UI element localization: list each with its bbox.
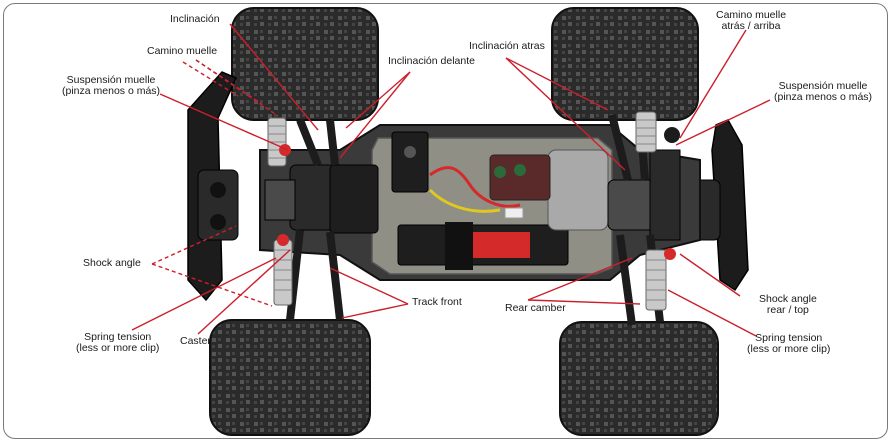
leader-inclinacion-delante-a bbox=[339, 71, 411, 159]
front-shock-bottom bbox=[273, 234, 293, 306]
leader-spring-tension-right bbox=[667, 289, 757, 337]
label-suspension-right-line1: Suspensión muelle bbox=[778, 80, 868, 92]
leader-rear-camber-b bbox=[527, 299, 641, 305]
label-spring-tension-left: Spring tension (less or more clip) bbox=[76, 332, 159, 354]
leader-shock-angle-b bbox=[151, 263, 273, 307]
rear-shock-top bbox=[635, 111, 680, 153]
rear-shock-bottom bbox=[645, 248, 676, 311]
leader-spring-tension-left bbox=[131, 257, 277, 331]
label-shock-angle-rear: Shock angle rear / top bbox=[759, 294, 817, 316]
label-rear-camber: Rear camber bbox=[505, 302, 566, 314]
motor bbox=[489, 149, 609, 231]
leader-lines bbox=[131, 23, 771, 337]
label-shock-angle: Shock angle bbox=[83, 257, 141, 269]
leader-camino-muelle-rear bbox=[679, 29, 747, 139]
leader-inclinacion-atras-b bbox=[505, 57, 609, 111]
label-suspension-right-line2: (pinza menos o más) bbox=[774, 91, 873, 103]
leader-track-front-a bbox=[329, 267, 409, 305]
label-spring-left-line1: Spring tension bbox=[84, 331, 152, 343]
label-inclinacion-delante: Inclinación delante bbox=[388, 55, 475, 67]
leader-track-front-b bbox=[341, 303, 409, 319]
leader-suspension-right bbox=[675, 99, 771, 146]
tire-front-left bbox=[231, 7, 379, 121]
label-spring-tension-right: Spring tension (less or more clip) bbox=[747, 333, 830, 355]
label-spring-right-line2: (less or more clip) bbox=[747, 343, 831, 355]
leader-caster bbox=[197, 249, 291, 335]
tire-rear-right bbox=[559, 321, 719, 436]
label-shock-rear-line2: rear / top bbox=[766, 304, 809, 316]
label-camino-muelle-rear: Camino muelle atrás / arriba bbox=[716, 10, 786, 32]
label-suspension-muelle-right: Suspensión muelle (pinza menos o más) bbox=[774, 81, 872, 103]
front-gearbox bbox=[264, 164, 379, 234]
label-spring-right-line1: Spring tension bbox=[755, 332, 823, 344]
wires bbox=[428, 166, 524, 219]
rear-gearbox bbox=[607, 149, 681, 241]
label-suspension-muelle-left: Suspensión muelle (pinza menos o más) bbox=[62, 75, 160, 97]
label-inclinacion: Inclinación bbox=[170, 13, 220, 25]
leader-rear-camber-a bbox=[527, 257, 633, 301]
tire-rear-left bbox=[551, 7, 699, 121]
label-spring-left-line2: (less or more clip) bbox=[76, 342, 160, 354]
label-track-front: Track front bbox=[412, 296, 462, 308]
leader-camino-muelle-b bbox=[195, 59, 279, 117]
leader-inclinacion-delante-b bbox=[345, 71, 411, 129]
label-inclinacion-atras: Inclinación atras bbox=[469, 40, 545, 52]
label-camino-rear-line2: atrás / arriba bbox=[721, 20, 781, 32]
esc-unit bbox=[391, 131, 429, 193]
label-caster: Caster bbox=[180, 335, 211, 347]
label-shock-rear-line1: Shock angle bbox=[759, 293, 817, 305]
diagram-frame bbox=[3, 3, 888, 439]
leader-camino-muelle-a bbox=[195, 59, 263, 105]
leader-suspension-left bbox=[159, 93, 289, 151]
leader-inclinacion bbox=[229, 23, 319, 131]
label-suspension-left-line1: Suspensión muelle bbox=[66, 74, 156, 86]
leader-camino-muelle-c bbox=[182, 61, 239, 97]
leader-shock-angle-rear bbox=[679, 253, 741, 297]
tire-front-right bbox=[209, 319, 371, 436]
front-bumper bbox=[187, 71, 239, 302]
leader-shock-angle-a bbox=[151, 225, 237, 265]
leader-inclinacion-atras-a bbox=[505, 57, 626, 171]
battery-pack bbox=[397, 222, 569, 270]
label-camino-muelle: Camino muelle bbox=[147, 45, 218, 57]
label-camino-rear-line1: Camino muelle bbox=[716, 9, 787, 21]
label-suspension-left-line2: (pinza menos o más) bbox=[62, 85, 161, 97]
